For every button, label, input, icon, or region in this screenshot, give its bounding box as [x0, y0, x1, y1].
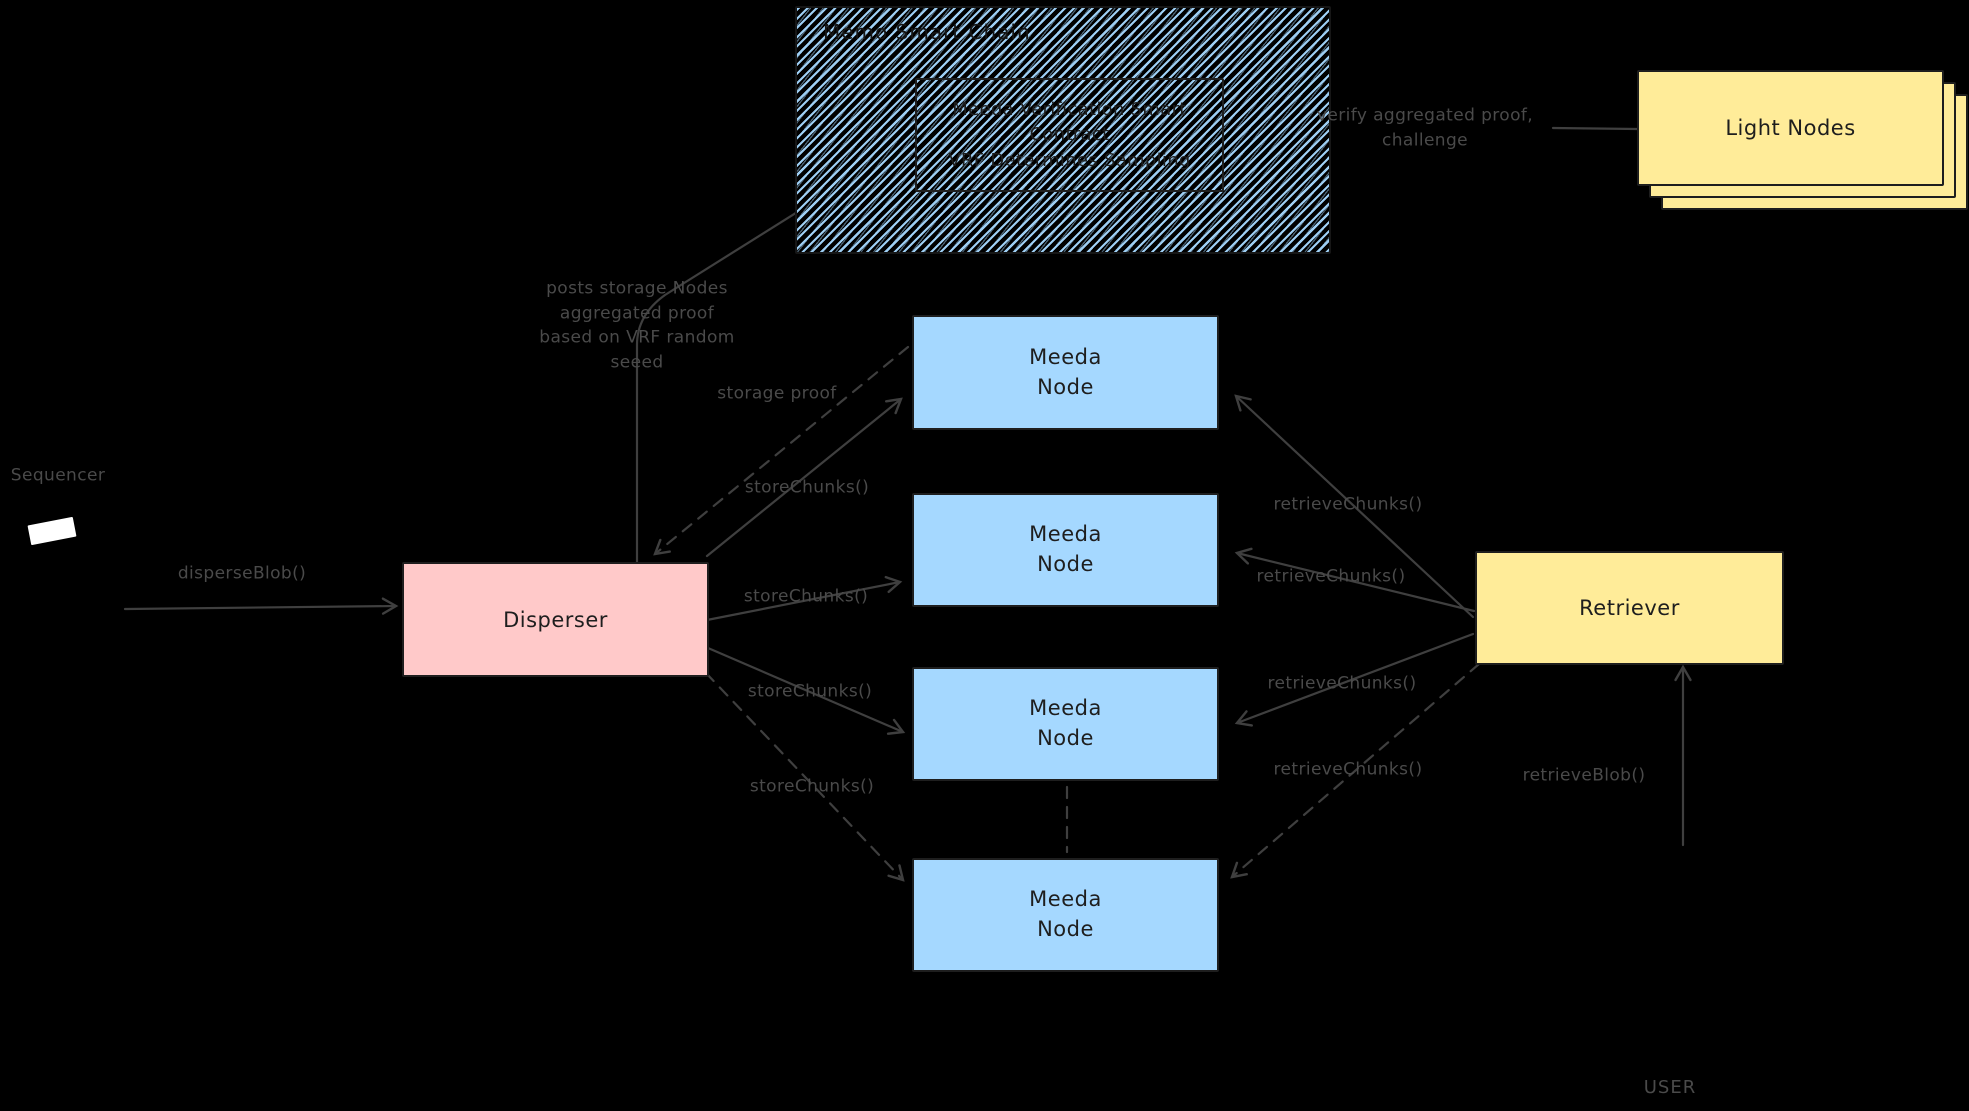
label-retrieve-chunks-3: retrieveChunks(): [1267, 673, 1417, 694]
retriever-box: Retriever: [1475, 551, 1784, 665]
meeda-node-label: Meeda Node: [1029, 522, 1102, 576]
label-store-chunks-1: storeChunks(): [744, 477, 870, 498]
meeda-node-box-3: Meeda Node: [912, 667, 1219, 781]
meeda-node-label: Meeda Node: [1029, 696, 1102, 750]
arrow-disperse-blob: [123, 597, 399, 615]
label-retrieve-chunks-2: retrieveChunks(): [1256, 566, 1406, 587]
meeda-node-box-2: Meeda Node: [912, 493, 1219, 607]
label-store-chunks-3: storeChunks(): [747, 681, 873, 702]
user-label: USER: [1643, 1076, 1697, 1098]
memo-smart-chain-title: Memo Smart Chain: [823, 20, 1031, 44]
label-retrieve-blob: retrieveBlob(): [1522, 765, 1646, 786]
label-verify-proof: verify aggregated proof, challenge: [1316, 105, 1534, 150]
meeda-node-label: Meeda Node: [1029, 887, 1102, 941]
light-nodes-box: Light Nodes: [1637, 70, 1944, 186]
light-nodes-label: Light Nodes: [1725, 116, 1856, 140]
line-light-nodes: [1551, 126, 1639, 131]
label-posts-proof: posts storage Nodes aggregated proof bas…: [539, 278, 735, 373]
label-retrieve-chunks-4: retrieveChunks(): [1273, 759, 1423, 780]
sequencer-label: Sequencer: [10, 465, 106, 486]
retriever-label: Retriever: [1579, 596, 1680, 620]
meeda-node-box-4: Meeda Node: [912, 858, 1219, 972]
meeda-node-label: Meeda Node: [1029, 344, 1102, 399]
meeda-node-box-1: Meeda Node: [912, 315, 1219, 430]
label-disperse-blob: disperseBlob(): [177, 563, 307, 584]
label-retrieve-chunks-1: retrieveChunks(): [1273, 494, 1423, 515]
arrow-storage-proof: [653, 345, 910, 556]
disperser-label: Disperser: [503, 607, 608, 632]
label-storage-proof: storage proof: [717, 383, 837, 404]
label-store-chunks-2: storeChunks(): [743, 586, 869, 607]
verification-contract-box: Meeda Verification Smart Contract VRF De…: [915, 78, 1224, 192]
label-store-chunks-4: storeChunks(): [749, 776, 875, 797]
memo-smart-chain-box: Memo Smart Chain Meeda Verification Smar…: [795, 6, 1331, 254]
sequencer-chip: [27, 516, 77, 546]
verification-contract-label: Meeda Verification Smart Contract VRF De…: [948, 98, 1191, 171]
disperser-box: Disperser: [402, 562, 709, 677]
